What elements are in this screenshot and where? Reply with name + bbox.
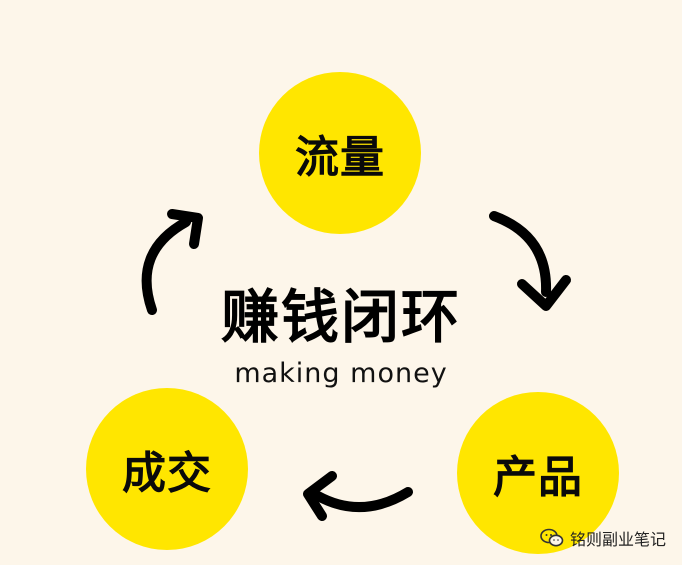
node-traffic: 流量: [259, 72, 421, 234]
node-deal-label: 成交: [122, 448, 212, 499]
arrowhead-product-to-deal: [303, 471, 337, 521]
node-deal: 成交: [86, 388, 248, 550]
watermark-text: 铭则副业笔记: [569, 530, 666, 549]
node-product: 产品: [457, 392, 619, 554]
wechat-icon: [540, 528, 564, 547]
diagram-subtitle: making money: [234, 358, 448, 389]
arrow-product-to-deal: [313, 487, 413, 512]
diagram-title: 赚钱闭环: [220, 283, 461, 351]
arrow-deal-to-traffic: [141, 217, 191, 315]
arrow-traffic-to-product: [489, 211, 552, 297]
arrowhead-traffic-to-product: [517, 275, 571, 311]
node-product-label: 产品: [493, 452, 583, 503]
node-traffic-label: 流量: [295, 132, 385, 183]
arrowhead-deal-to-traffic: [167, 209, 203, 249]
watermark: 铭则副业笔记: [540, 526, 666, 550]
